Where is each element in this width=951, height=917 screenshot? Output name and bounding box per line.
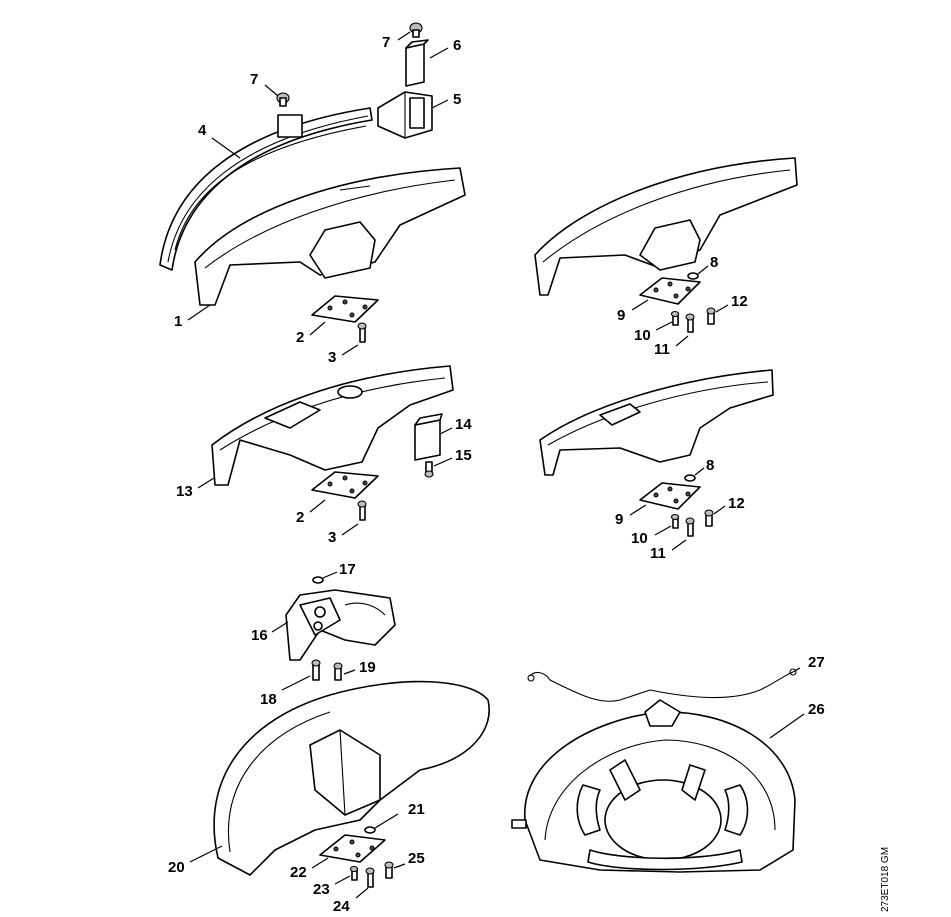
- part-26-base: [511, 699, 796, 873]
- part-20-deflector: [213, 680, 490, 876]
- part-21-washer: [364, 826, 376, 834]
- callout-7-b: 7: [382, 34, 390, 51]
- callout-27: 27: [808, 654, 825, 671]
- callout-1: 1: [174, 313, 182, 330]
- part-6-bracket: [405, 39, 429, 87]
- callout-20: 20: [168, 859, 185, 876]
- part-23-24-25-screws: [349, 861, 394, 888]
- part-13-guard: [211, 365, 454, 486]
- callout-13: 13: [176, 483, 193, 500]
- callout-3-a: 3: [328, 349, 336, 366]
- callout-labels: 4 7 7 6 5 1 2 3 8 9 10 11 12 13 14 15 2 …: [168, 34, 825, 915]
- callout-25: 25: [408, 850, 425, 867]
- callout-3-b: 3: [328, 529, 336, 546]
- guard-middle-right: [539, 369, 774, 476]
- deflector-top-right: [534, 157, 798, 296]
- leader-lines: [187, 31, 805, 899]
- callout-7-a: 7: [250, 71, 258, 88]
- callout-8-b: 8: [706, 457, 714, 474]
- part-27-spring: [527, 668, 797, 702]
- callout-2-b: 2: [296, 509, 304, 526]
- part-9-plate-a: [639, 277, 701, 305]
- part-7-screw-b: [409, 22, 423, 38]
- callout-9-a: 9: [617, 307, 625, 324]
- part-3-screw-a: [357, 322, 367, 343]
- callout-9-b: 9: [615, 511, 623, 528]
- callout-15: 15: [455, 447, 472, 464]
- callout-17: 17: [339, 561, 356, 578]
- callout-11-b: 11: [650, 545, 666, 562]
- part-17-washer: [312, 576, 324, 584]
- part-8-washer-a: [687, 272, 699, 280]
- callout-14: 14: [455, 416, 472, 433]
- callout-10-a: 10: [634, 327, 651, 344]
- callout-2-a: 2: [296, 329, 304, 346]
- part-18-19-screws: [311, 659, 343, 681]
- part-3-screw-b: [357, 500, 367, 521]
- callout-4: 4: [198, 122, 207, 139]
- callout-6: 6: [453, 37, 461, 54]
- part-15-screw: [424, 461, 434, 478]
- callout-16: 16: [251, 627, 268, 644]
- part-14-bracket: [414, 413, 443, 461]
- callout-10-b: 10: [631, 530, 648, 547]
- callout-21: 21: [408, 801, 425, 818]
- part-10-11-12-screws-b: [670, 509, 714, 537]
- callout-5: 5: [453, 91, 461, 108]
- callout-24: 24: [333, 898, 350, 915]
- part-7-screw-a: [276, 92, 290, 107]
- part-5-bracket: [377, 91, 433, 139]
- callout-8-a: 8: [710, 254, 718, 271]
- callout-18: 18: [260, 691, 277, 708]
- part-2-plate-a: [311, 295, 379, 323]
- part-1-deflector: [194, 167, 466, 306]
- part-2-plate-b: [311, 471, 379, 499]
- callout-22: 22: [290, 864, 307, 881]
- callout-12-a: 12: [731, 293, 748, 310]
- callout-12-b: 12: [728, 495, 745, 512]
- part-4-strip: [159, 107, 373, 271]
- callout-23: 23: [313, 881, 330, 898]
- part-8-washer-b: [684, 474, 696, 482]
- callout-26: 26: [808, 701, 825, 718]
- part-9-plate-b: [639, 482, 701, 510]
- diagram-code: 273ET018 GM: [880, 847, 891, 912]
- part-16-housing: [285, 589, 396, 661]
- callout-11-a: 11: [654, 341, 670, 358]
- callout-19: 19: [359, 659, 376, 676]
- part-22-plate: [319, 834, 386, 863]
- part-10-11-12-screws-a: [670, 307, 716, 333]
